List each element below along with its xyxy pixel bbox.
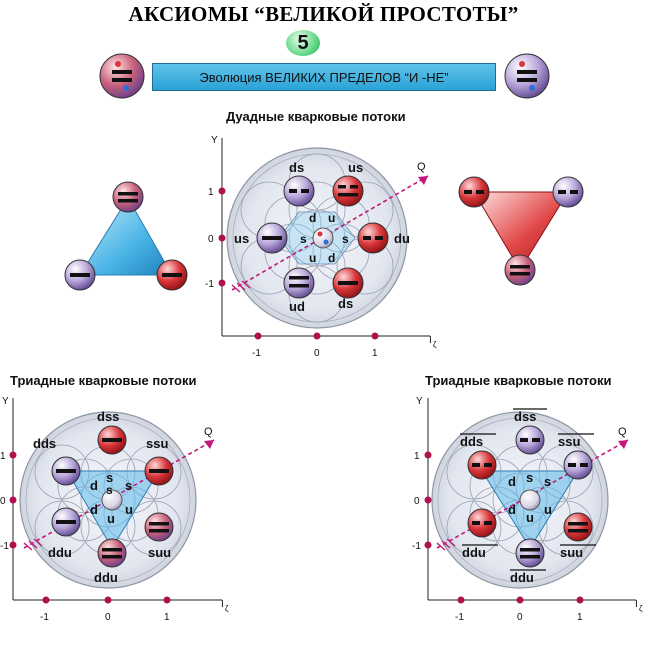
section-banner: Эволюция ВЕЛИКИХ ПРЕДЕЛОВ “И -НЕ” xyxy=(152,63,496,91)
triad-right-label: dds xyxy=(460,434,483,449)
triad-right-inner: d xyxy=(508,502,516,517)
duad-xtick: 1 xyxy=(372,348,378,359)
header-icon-right xyxy=(504,53,550,99)
triad-right-xtick: 0 xyxy=(517,612,523,623)
left-triangle xyxy=(64,181,188,291)
number-badge: 5 xyxy=(286,30,320,56)
duad-label: us xyxy=(234,231,249,246)
triad-left-label: dds xyxy=(33,436,56,451)
duad-label: us xyxy=(348,160,363,175)
header-icon-left xyxy=(99,53,145,99)
triad-left-label: ddu xyxy=(94,570,118,585)
duad-xtick: 0 xyxy=(314,348,320,359)
duad-label: ds xyxy=(338,296,353,311)
triad-left-ytick: 0 xyxy=(0,496,6,507)
triad-left-inner: s xyxy=(106,483,113,497)
triad-left-xtick: 1 xyxy=(164,612,170,623)
duad-inner: u xyxy=(309,251,316,265)
triad-left-axis-x-sub: ζ xyxy=(225,604,229,613)
triad-left-inner: s xyxy=(106,470,113,485)
triad-right-label: ddu xyxy=(462,545,486,560)
triad-right-axis-q: Q xyxy=(618,426,627,438)
duad-inner: d xyxy=(309,211,316,225)
duad-ytick: -1 xyxy=(205,279,214,290)
duad-label: ds xyxy=(289,160,304,175)
duad-inner: s xyxy=(342,232,349,246)
triad-left-xtick: 0 xyxy=(105,612,111,623)
duad-ytick: 1 xyxy=(208,187,214,198)
triad-right-axis-x-sub: ζ xyxy=(639,604,643,613)
triad-right-label: dss xyxy=(514,409,536,424)
triad-right-label: ddu xyxy=(510,570,534,585)
right-triangle xyxy=(458,176,584,286)
triad-right-label: suu xyxy=(560,545,583,560)
triad-left-label: ssu xyxy=(146,436,168,451)
triad-right-ytick: -1 xyxy=(412,541,421,552)
triad-left-ytick: -1 xyxy=(0,541,9,552)
triad-left-inner: u xyxy=(107,511,115,526)
duad-inner: s xyxy=(300,232,307,246)
triad-right-inner: s xyxy=(526,470,533,485)
duad-xtick: -1 xyxy=(252,348,261,359)
triad-left-inner: d xyxy=(90,502,98,517)
triad-left-label: ddu xyxy=(48,545,72,560)
duad-diagram xyxy=(218,138,430,340)
triad-right-xtick: -1 xyxy=(455,612,464,623)
triad-left-inner: u xyxy=(125,502,133,517)
triad-left-inner: d xyxy=(90,478,98,493)
duad-title: Дуадные кварковые потоки xyxy=(226,109,406,124)
duad-axis-y: Y xyxy=(211,135,218,146)
triad-right-axis-y: Y xyxy=(416,396,423,407)
triad-left-label: dss xyxy=(97,409,119,424)
duad-axis-x-sub: ζ xyxy=(433,340,437,349)
triad-right-ytick: 0 xyxy=(414,496,420,507)
duad-axis-q: Q xyxy=(417,161,426,173)
triad-left-axis-y: Y xyxy=(2,396,9,407)
triad-left-axis-q: Q xyxy=(204,426,213,438)
triad-right-inner: s xyxy=(544,474,551,489)
triad-left-label: suu xyxy=(148,545,171,560)
duad-ytick: 0 xyxy=(208,234,214,245)
triad-right-title: Триадные кварковые потоки xyxy=(425,373,612,388)
triad-left-title: Триадные кварковые потоки xyxy=(10,373,197,388)
triad-left-xtick: -1 xyxy=(40,612,49,623)
triad-right-label: ssu xyxy=(558,434,580,449)
duad-label: ud xyxy=(289,299,305,314)
triad-right-inner: d xyxy=(508,474,516,489)
duad-label: du xyxy=(394,231,410,246)
triad-right-inner: u xyxy=(544,502,552,517)
duad-axis-x: I xyxy=(429,335,432,346)
triad-left-ytick: 1 xyxy=(0,451,6,462)
triad-right-xtick: 1 xyxy=(577,612,583,623)
triad-right-ytick: 1 xyxy=(414,451,420,462)
triad-right-axis-x: I xyxy=(635,599,638,610)
duad-inner: u xyxy=(328,211,335,225)
duad-inner: d xyxy=(328,251,335,265)
triad-left-inner: s xyxy=(125,478,132,493)
triad-right-diagram xyxy=(424,398,636,604)
triad-left-diagram xyxy=(9,398,222,604)
page-title: АКСИОМЫ “ВЕЛИКОЙ ПРОСТОТЫ” xyxy=(128,2,519,26)
triad-left-axis-x: I xyxy=(221,599,224,610)
triad-right-inner: u xyxy=(526,510,534,525)
